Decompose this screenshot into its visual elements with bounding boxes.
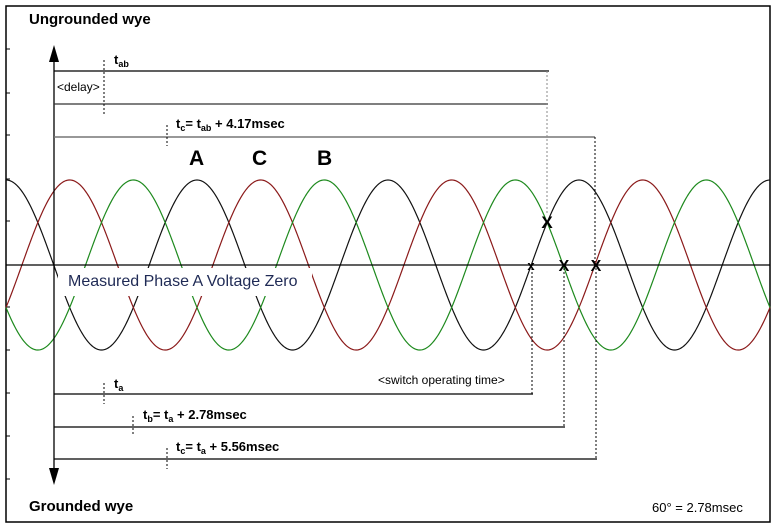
t: = t <box>152 407 169 422</box>
t: t <box>176 439 181 454</box>
scale-note: 60° = 2.78msec <box>652 500 743 515</box>
t: = t <box>185 439 201 454</box>
tab-t: t <box>114 52 119 67</box>
t: = t <box>185 116 201 131</box>
ungrounded-wye-title: Ungrounded wye <box>29 11 151 28</box>
closing-mark-tc: X <box>591 258 602 275</box>
phase-label-b: B <box>317 147 333 170</box>
sub: a <box>118 383 124 393</box>
closing-mark-tb: X <box>559 258 570 275</box>
waveforms <box>5 179 771 351</box>
phase-label-a: A <box>189 147 205 170</box>
closing-mark-ta: x <box>527 258 535 273</box>
wave-phase-b <box>5 179 771 351</box>
delay-label: <delay> <box>57 80 100 94</box>
grounded-wye-title: Grounded wye <box>29 498 134 515</box>
tab-label: tab <box>114 52 129 69</box>
tc-top-label: tc= tab + 4.17msec <box>176 116 285 133</box>
t: t <box>114 376 119 391</box>
ta-label: ta <box>114 376 123 393</box>
tb-label: tb= ta + 2.78msec <box>143 407 247 424</box>
sub: b <box>147 414 153 424</box>
sub: c <box>180 123 186 133</box>
sub: c <box>180 446 186 456</box>
frame <box>5 5 771 523</box>
rest: + 2.78msec <box>173 407 247 422</box>
switch-time-label: <switch operating time> <box>378 373 505 387</box>
sub: ab <box>200 123 212 133</box>
sub: a <box>200 446 206 456</box>
phase-label-c: C <box>252 147 268 170</box>
rest: + 5.56msec <box>205 439 280 454</box>
sub: a <box>168 414 174 424</box>
t: t <box>176 116 181 131</box>
arrow-down-icon <box>49 468 59 485</box>
tab-sub: ab <box>118 59 129 69</box>
tc-bottom-label: tc= ta + 5.56msec <box>176 439 279 456</box>
closing-mark-tab: X <box>541 213 553 232</box>
rest: + 4.17msec <box>211 116 285 131</box>
t: t <box>143 407 148 422</box>
zero-label: Measured Phase A Voltage Zero <box>58 268 312 296</box>
arrow-up-icon <box>49 45 59 62</box>
